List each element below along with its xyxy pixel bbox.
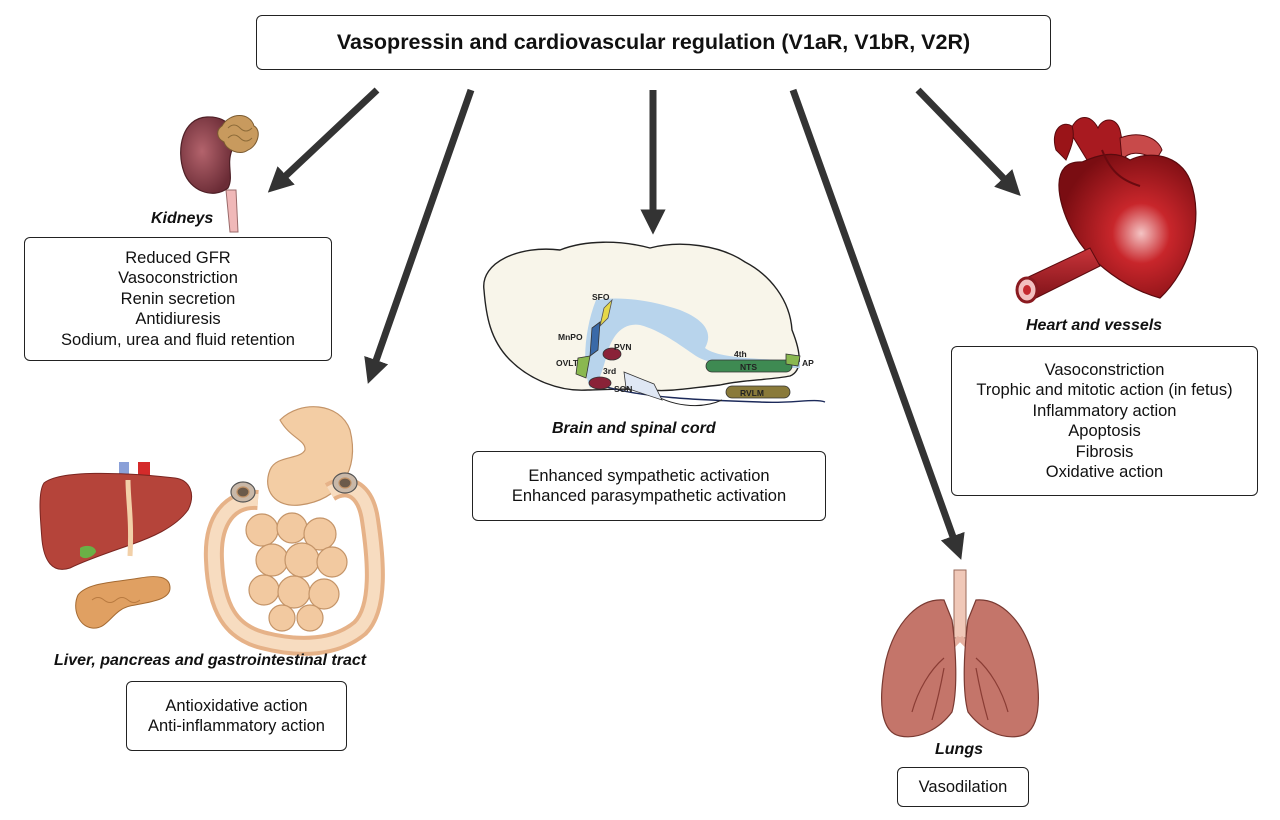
kidneys-effect: Vasoconstriction [118, 269, 238, 288]
liver-gi-effect: Anti-inflammatory action [148, 717, 325, 735]
brain-label-3rd: 3rd [603, 366, 616, 376]
liver-gi-effects-box: Antioxidative action Anti-inflammatory a… [126, 681, 347, 751]
brain-effect: Enhanced parasympathetic activation [511, 487, 787, 505]
liver-pancreas-illustration [39, 462, 192, 629]
brain-label-sfo: SFO [592, 292, 610, 302]
heart-heading: Heart and vessels [1026, 317, 1163, 334]
heart-illustration [1015, 117, 1197, 304]
brain-label-son: SON [614, 384, 632, 394]
arrow-to-heart [915, 87, 1021, 197]
gi-tract-illustration [203, 406, 385, 656]
arrows [267, 87, 1021, 560]
brain-effect: Enhanced sympathetic activation [528, 466, 770, 485]
kidney-illustration [180, 115, 259, 233]
arrow-to-lungs [789, 88, 965, 560]
brain-heading: Brain and spinal cord [552, 420, 716, 437]
arrow-to-liver-gi [364, 88, 475, 384]
heart-effect: Inflammatory action [1032, 401, 1177, 420]
heart-effect: Trophic and mitotic action (in fetus) [976, 381, 1233, 399]
heart-effect: Oxidative action [1045, 463, 1164, 481]
heart-effect: Apoptosis [1068, 422, 1141, 440]
arrow-to-kidneys [267, 87, 380, 193]
kidneys-effect: Reduced GFR [125, 248, 231, 267]
heart-effect: Fibrosis [1075, 442, 1134, 461]
lungs-effects-box: Vasodilation [897, 767, 1029, 807]
lungs-heading: Lungs [935, 741, 983, 758]
lungs-effect: Vasodilation [918, 777, 1008, 796]
kidneys-effect: Antidiuresis [135, 310, 221, 329]
brain-effects-box: Enhanced sympathetic activation Enhanced… [472, 451, 826, 521]
brain-label-rvlm: RVLM [740, 388, 764, 398]
title-box: Vasopressin and cardiovascular regulatio… [256, 15, 1051, 70]
kidneys-effect: Renin secretion [120, 289, 236, 308]
kidneys-heading: Kidneys [151, 210, 214, 227]
heart-effect: Vasoconstriction [1044, 360, 1165, 379]
brain-label-mnpo: MnPO [558, 332, 583, 342]
kidneys-effect: Sodium, urea and fluid retention [61, 330, 295, 349]
liver-gi-effect: Antioxidative action [165, 696, 308, 715]
kidneys-effects-box: Reduced GFR Vasoconstriction Renin secre… [24, 237, 332, 361]
heart-effects-box: Vasoconstriction Trophic and mitotic act… [951, 346, 1258, 496]
brain-illustration: SFO MnPO OVLT PVN 3rd SON 4th NTS AP RVL… [483, 241, 826, 406]
liver-gi-heading: Liver, pancreas and gastrointestinal tra… [54, 652, 367, 669]
diagram-title: Vasopressin and cardiovascular regulatio… [336, 30, 971, 54]
brain-label-ovlt: OVLT [556, 358, 579, 368]
brain-label-pvn: PVN [614, 342, 631, 352]
brain-label-ap: AP [802, 358, 814, 368]
brain-label-nts: NTS [740, 362, 757, 372]
lungs-illustration [881, 569, 1039, 738]
brain-label-4th: 4th [734, 349, 747, 359]
